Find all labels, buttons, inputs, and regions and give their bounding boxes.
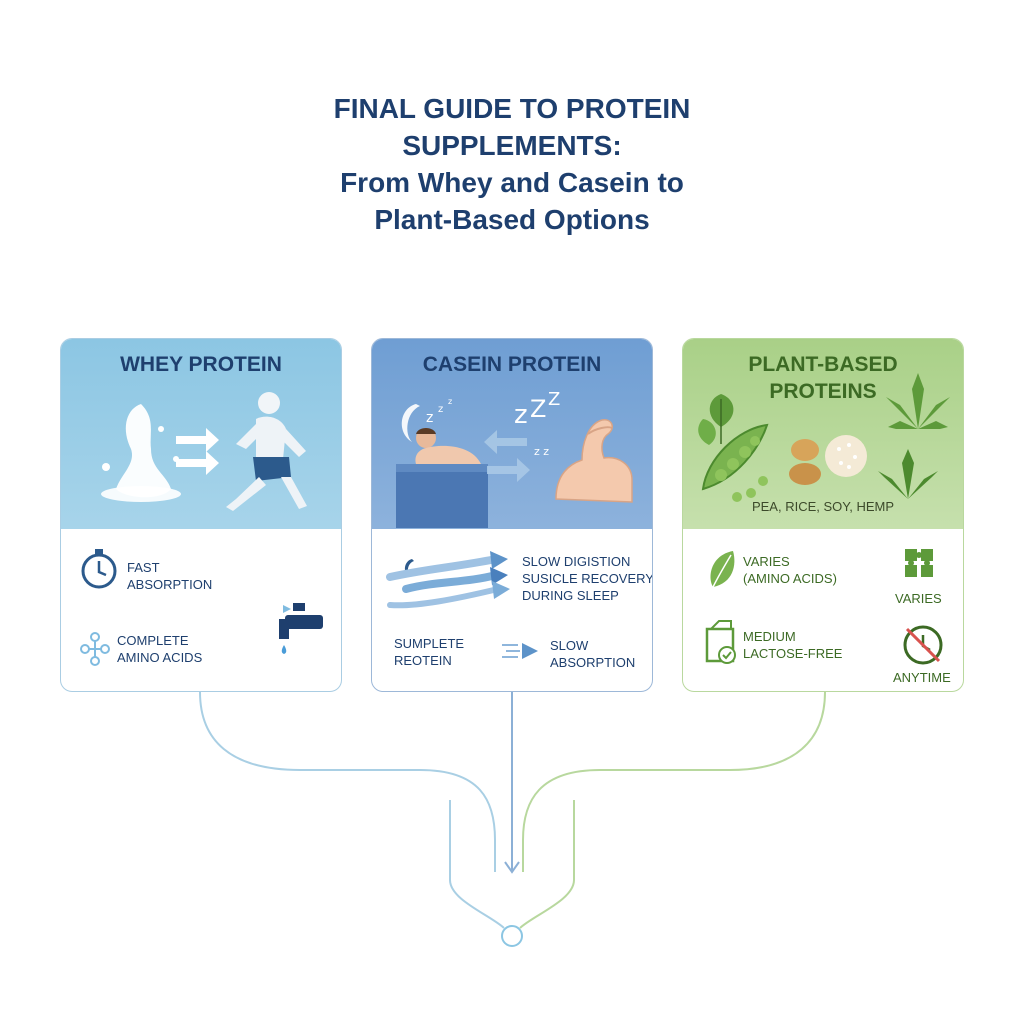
whey-feature-amino-acids: AMINO ACIDS [117, 650, 203, 665]
casein-feature-absorption: ABSORPTION [550, 655, 636, 670]
whey-connector [199, 691, 496, 872]
bean-icon [789, 439, 821, 485]
speed-arrow-icon [502, 643, 538, 659]
merge-node [501, 925, 523, 947]
plant-feature-medium: MEDIUM [743, 629, 796, 644]
casein-feature-reotein: REOTEIN [394, 653, 452, 668]
arrow-icon [504, 861, 520, 874]
title-line-2: SUPPLEMENTS: [402, 130, 622, 161]
amino-molecule-icon [80, 632, 110, 666]
svg-text:z: z [514, 400, 528, 429]
zzz-icon: z Z Z [514, 389, 560, 429]
whey-protein-card: WHEY PROTEIN FAST ABSORPTION [60, 338, 342, 692]
milk-splash-icon [101, 404, 181, 502]
arrow-icon [176, 428, 219, 475]
casein-protein-card: CASEIN PROTEIN z z z z Z Z z z SLOW DIGI… [371, 338, 653, 692]
casein-feature-during-sleep: DURING SLEEP [522, 588, 619, 603]
svg-text:z z: z z [534, 445, 549, 458]
funnel-right [519, 800, 575, 929]
plant-connector [522, 691, 826, 872]
svg-text:Z: Z [530, 395, 546, 423]
title-line-1: FINAL GUIDE TO PROTEIN [333, 93, 691, 124]
page-title: FINAL GUIDE TO PROTEIN SUPPLEMENTS: From… [0, 90, 1024, 238]
rice-icon [825, 435, 867, 477]
title-line-4: Plant-Based Options [374, 204, 650, 235]
no-clock-icon [903, 625, 943, 665]
casein-feature-slow: SLOW [550, 638, 589, 653]
runner-icon [226, 392, 307, 511]
svg-text:z: z [438, 404, 443, 415]
casein-card-title: CASEIN PROTEIN [422, 353, 602, 376]
leaf-icon [710, 551, 735, 588]
plant-feature-amino-acids: (AMINO ACIDS) [743, 571, 837, 586]
plant-feature-varies: VARIES [743, 554, 790, 569]
plant-feature-varies-2: VARIES [895, 591, 942, 606]
plant-title-line-2: PROTEINS [769, 380, 877, 403]
plant-header-panel [683, 339, 963, 529]
plant-card-title: PLANT-BASED PROTEINS [683, 351, 963, 405]
svg-text:Z: Z [548, 389, 560, 410]
plant-feature-lactose-free: LACTOSE-FREE [743, 646, 843, 661]
svg-text:z: z [448, 397, 452, 406]
puzzle-icon [905, 549, 933, 577]
whey-feature-complete: COMPLETE [117, 633, 189, 648]
peapod-icon [701, 423, 769, 502]
casein-feature-sumplete: SUMPLETE [394, 636, 465, 651]
plant-based-card: PLANT-BASED PROTEINS [682, 338, 964, 692]
casein-feature-susicle-recovery: SUSICLE RECOVERY [522, 571, 653, 586]
moon-icon [401, 404, 420, 442]
casein-feature-slow-digistion: SLOW DIGISTION [522, 554, 631, 569]
hemp-leaf-icon [878, 373, 950, 499]
zzz-small-icon: z z [534, 445, 549, 458]
title-line-3: From Whey and Casein to [340, 167, 684, 198]
wind-arrows-icon [386, 551, 510, 609]
flexed-arm-icon [555, 419, 633, 503]
plant-feature-anytime: ANYTIME [893, 670, 951, 685]
plant-sources-label: PEA, RICE, SOY, HEMP [751, 499, 895, 514]
whey-card-title: WHEY PROTEIN [120, 353, 282, 376]
whey-feature-fast: FAST [127, 560, 160, 575]
whey-feature-absorption: ABSORPTION [127, 577, 213, 592]
sleeping-person-icon: z z z [396, 397, 488, 528]
arrow-icon [484, 430, 530, 482]
plant-title-line-1: PLANT-BASED [748, 353, 898, 376]
basil-icon [698, 394, 734, 445]
svg-text:z: z [426, 410, 433, 426]
faucet-icon [279, 603, 323, 654]
stopwatch-icon [81, 549, 117, 589]
milk-carton-icon [705, 620, 736, 664]
funnel-left [449, 800, 505, 929]
